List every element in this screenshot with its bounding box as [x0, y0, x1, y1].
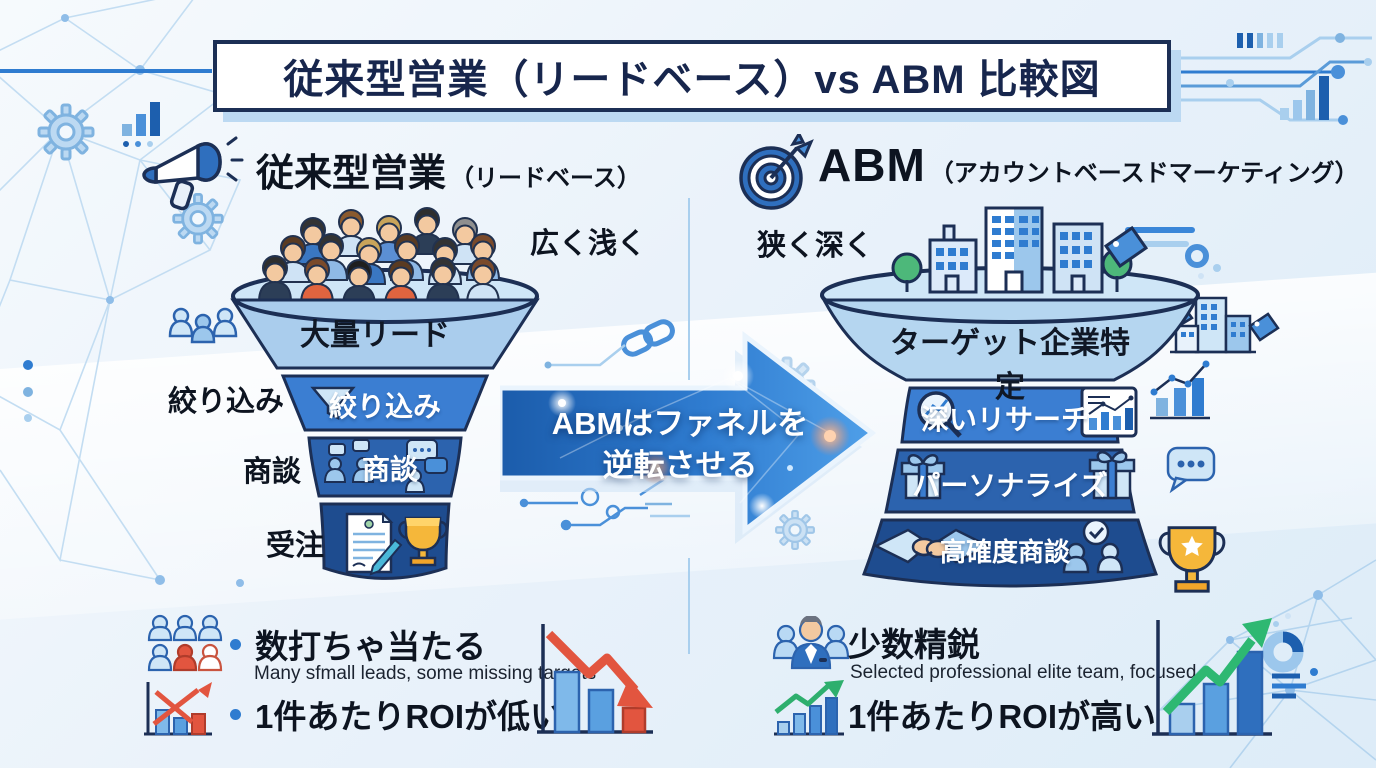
left-funnel [230, 207, 540, 580]
right-summary-1-text: 少数精鋭 [848, 626, 980, 663]
left-summary-1-sub: Many sfmall leads, some missing targets [254, 663, 597, 684]
right-funnel-stage-4: 高確度商談 [939, 537, 1070, 567]
people-rows-icon [147, 614, 223, 672]
left-section-heading: 従来型営業 （リードベース） [256, 142, 641, 197]
left-tagline: 広く浅く [530, 228, 647, 260]
meeting-people-icon [323, 439, 375, 483]
title-banner: 従来型営業（リードベース）vs ABM 比較図 [213, 40, 1171, 112]
right-tagline: 狭く深く [757, 230, 874, 262]
gift-icon [900, 454, 946, 500]
page-title: 従来型営業（リードベース）vs ABM 比較図 [283, 58, 1101, 102]
donut-chart-icon [1262, 613, 1318, 699]
arrow-caption-line1: ABMはファネルを [551, 406, 809, 441]
chain-link-icon [621, 319, 675, 357]
left-summary-1-text: 数打ちゃ当たる [255, 628, 486, 665]
growth-chart [1152, 618, 1272, 736]
trend-chart-icon [1150, 360, 1210, 420]
left-funnel-stage-3: 商談 [361, 454, 418, 485]
funnel-icon [310, 386, 356, 421]
left-funnel-stage-2: 絞り込み [328, 391, 441, 422]
people-check-icon [1062, 518, 1124, 574]
network-mesh-top-left [0, 0, 242, 582]
right-funnel-stage-2: 深いリサーチ [920, 404, 1089, 435]
gear-icon [37, 103, 95, 161]
elite-team-icon [772, 616, 850, 670]
handshake-icon [873, 528, 991, 564]
left-heading-text: 従来型営業 [256, 153, 447, 195]
right-summary-1-sub: Selected professional elite team, focuse… [850, 662, 1197, 683]
bullet-dot [230, 708, 241, 720]
section-divider-top [688, 198, 690, 380]
left-side-label-filter: 絞り込み [168, 386, 285, 418]
chat-bubbles-icon [404, 439, 448, 493]
trophy-icon [398, 516, 448, 567]
contract-icon [345, 511, 403, 576]
right-heading-text: ABM [818, 139, 926, 191]
circuit-nodes-top-right [1226, 33, 1372, 125]
left-funnel-stage-1: 大量リード [300, 319, 450, 352]
right-funnel [820, 206, 1226, 593]
roi-low-icon [144, 682, 212, 736]
arrow-caption-line2: 逆転させる [602, 448, 758, 483]
section-divider-bottom [688, 558, 690, 654]
chart-box-icon [1080, 386, 1138, 438]
right-section-heading: ABM （アカウントベースドマーケティング） [818, 138, 1359, 192]
left-summary-2-text: 1件あたりROIが低い [255, 698, 564, 735]
network-nodes-bottom-right [1226, 590, 1323, 695]
right-summary-point-1: 少数精鋭 [848, 618, 980, 666]
decline-chart [537, 624, 653, 734]
left-side-label-meeting: 商談 [243, 456, 302, 488]
trophy-icon [1158, 526, 1226, 593]
right-summary-point-2: 1件あたりROIが高い [848, 690, 1156, 738]
donut-icon-right [1185, 244, 1221, 279]
right-funnel-stage-1: ターゲット企業特定 [890, 327, 1130, 404]
left-summary-point-1: 数打ちゃ当たる [230, 620, 486, 668]
equalizer-bars-icon [1237, 33, 1283, 48]
circuit-lines-top-right [1166, 36, 1372, 122]
gift-icon [1088, 451, 1136, 500]
speech-bubble-icon [1166, 446, 1216, 494]
right-heading-note: （アカウントベースドマーケティング） [929, 160, 1359, 187]
roi-high-icon [774, 680, 844, 736]
dots-left-edge [23, 360, 33, 422]
right-summary-2-text: 1件あたりROIが高い [848, 698, 1157, 735]
left-heading-note: （リードベース） [450, 165, 641, 192]
buildings-skyline [891, 206, 1149, 294]
right-funnel-stage-3: パーソナライズ [912, 470, 1108, 501]
center-arrow [500, 330, 877, 544]
left-side-label-order: 受注 [266, 530, 325, 562]
bullet-dot [230, 638, 241, 650]
magnifier-icon [917, 391, 962, 438]
left-summary-point-2: 1件あたりROIが低い [230, 690, 563, 738]
target-icon [739, 134, 814, 210]
mini-bar-chart-icon [122, 102, 160, 147]
megaphone-icon [142, 136, 244, 211]
rising-bars-icon-top-right [1280, 76, 1329, 120]
